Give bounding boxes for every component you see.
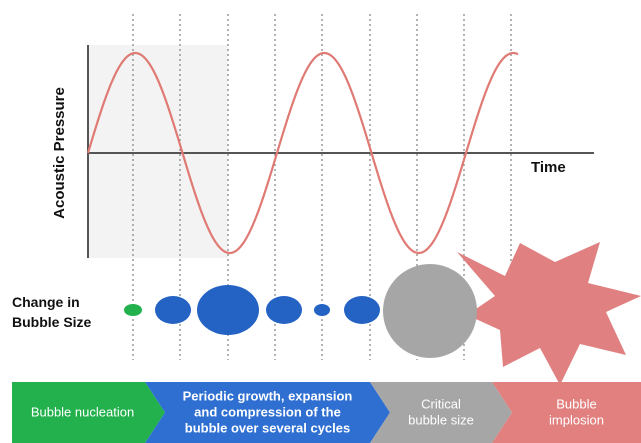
- bubble-size-label-line1: Change in: [12, 294, 80, 310]
- stage-implosion-label: implosion: [549, 413, 604, 428]
- implosion-starburst: [457, 242, 641, 385]
- stage-nucleation-label: Bubble nucleation: [31, 405, 134, 420]
- stage-periodic-growth-label: Periodic growth, expansion: [183, 389, 353, 404]
- stage-periodic-growth-label: and compression of the: [194, 405, 341, 420]
- acoustic-pressure-wave: [86, 51, 519, 255]
- stage-nucleation-arrow: [12, 382, 165, 443]
- expanded-bubble: [197, 285, 259, 335]
- stage-critical-size-label: Critical: [421, 397, 461, 412]
- nucleus-bubble: [124, 304, 142, 316]
- stage-critical-size-arrow: [370, 382, 512, 443]
- x-axis-label: Time: [531, 159, 566, 176]
- stage-periodic-growth-label: bubble over several cycles: [185, 421, 350, 436]
- compressed-small-bubble: [314, 304, 330, 316]
- critical-bubble: [383, 264, 477, 358]
- stage-implosion-arrow: [492, 382, 641, 443]
- stage-implosion-label: Bubble: [556, 397, 596, 412]
- stage-periodic-growth-arrow: [145, 382, 390, 443]
- bubble-size-label-line2: Bubble Size: [12, 314, 92, 330]
- regrowing-bubble: [344, 296, 380, 324]
- compressed-bubble: [266, 296, 302, 324]
- stage-critical-size-label: bubble size: [408, 413, 474, 428]
- y-axis-label: Acoustic Pressure: [51, 87, 68, 219]
- growing-bubble: [155, 296, 191, 324]
- stage-arrows: Bubble nucleation Periodic growth, expans…: [12, 382, 641, 443]
